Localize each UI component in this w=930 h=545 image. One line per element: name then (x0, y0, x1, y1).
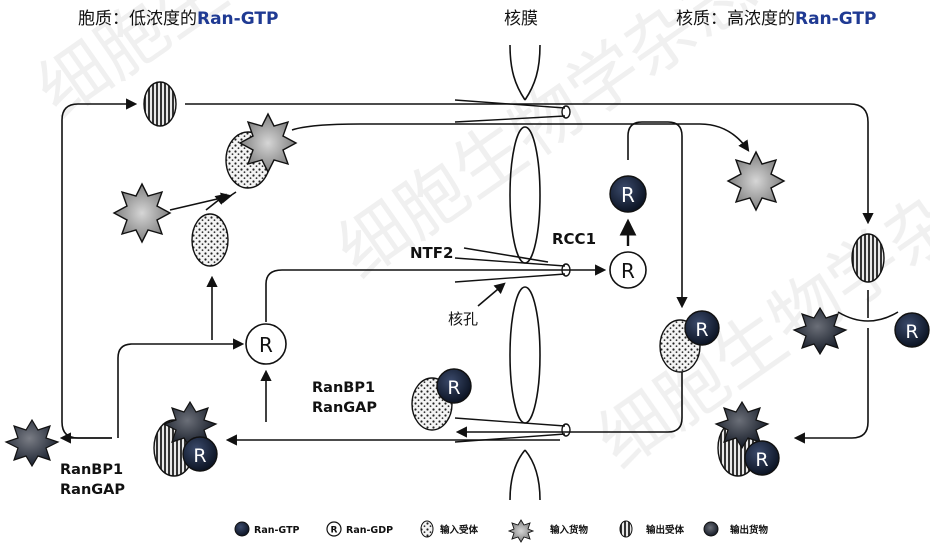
svg-text:R: R (621, 259, 635, 283)
svg-text:R: R (905, 321, 918, 343)
watermark: 细胞生物学杂志 细胞生物学杂志 细胞生物学杂志 (23, 0, 930, 484)
export-receptor-right (852, 234, 884, 282)
legend-import-receptor: 输入受体 (421, 521, 479, 537)
import-receptor-ran-gtp-cytoplasm: R (412, 369, 471, 430)
legend-export-cargo: 输出货物 (704, 522, 769, 536)
cytoplasm-label: 胞质：低浓度的Ran-GTP (78, 9, 278, 29)
nucleoplasm-label: 核质：高浓度的Ran-GTP (676, 9, 876, 29)
rcc1-label: RCC1 (552, 230, 596, 248)
ranbp1-label-mid: RanBP1 (312, 380, 375, 396)
svg-text:输入货物: 输入货物 (550, 524, 589, 536)
svg-text:细胞生物学杂志: 细胞生物学杂志 (323, 0, 771, 294)
nuclear-membrane-label: 核膜 (504, 9, 538, 29)
svg-text:R: R (331, 526, 338, 536)
rangap-label-left: RanGAP (60, 482, 125, 498)
rangap-label-mid: RanGAP (312, 400, 377, 416)
legend-ran-gdp: R Ran-GDP (327, 522, 393, 536)
import-cargo-released (728, 152, 784, 210)
ranbp1-label-left: RanBP1 (60, 462, 123, 478)
svg-text:R: R (695, 319, 708, 341)
ntf2-label: NTF2 (410, 244, 453, 262)
export-complex-cytoplasm: R (154, 402, 217, 476)
legend-export-receptor: 输出受体 (620, 521, 685, 537)
import-cargo-bound (240, 114, 296, 172)
legend-import-cargo: 输入货物 (509, 520, 589, 542)
svg-text:R: R (447, 377, 460, 399)
ran-gtp-right: R (895, 313, 929, 347)
import-cargo-free (114, 184, 170, 242)
nuclear-pore-label: 核孔 (448, 310, 478, 328)
svg-text:Ran-GTP: Ran-GTP (254, 525, 300, 536)
export-cargo-released (6, 420, 58, 466)
legend: Ran-GTP R Ran-GDP 输入受体 输入货物 输出受体 输出货物 (235, 520, 769, 542)
svg-text:R: R (193, 445, 206, 467)
svg-text:R: R (621, 183, 635, 207)
svg-text:Ran-GDP: Ran-GDP (346, 525, 393, 536)
svg-text:输出受体: 输出受体 (646, 524, 685, 536)
svg-text:R: R (259, 333, 273, 357)
nuclear-pore-bottom (455, 418, 570, 442)
export-receptor-top (144, 82, 176, 126)
export-complex-nucleus: R (716, 402, 779, 476)
svg-text:R: R (755, 449, 768, 471)
ran-gdp-cytoplasm: R (246, 324, 286, 364)
ran-gdp-nucleus: R (610, 252, 646, 288)
export-cargo-right (794, 308, 846, 354)
svg-text:输入受体: 输入受体 (440, 524, 479, 536)
legend-ran-gtp: Ran-GTP (235, 522, 300, 536)
import-receptor-free (192, 214, 228, 266)
ran-gtp-rcc1: R (610, 176, 646, 212)
svg-text:输出货物: 输出货物 (730, 524, 769, 536)
